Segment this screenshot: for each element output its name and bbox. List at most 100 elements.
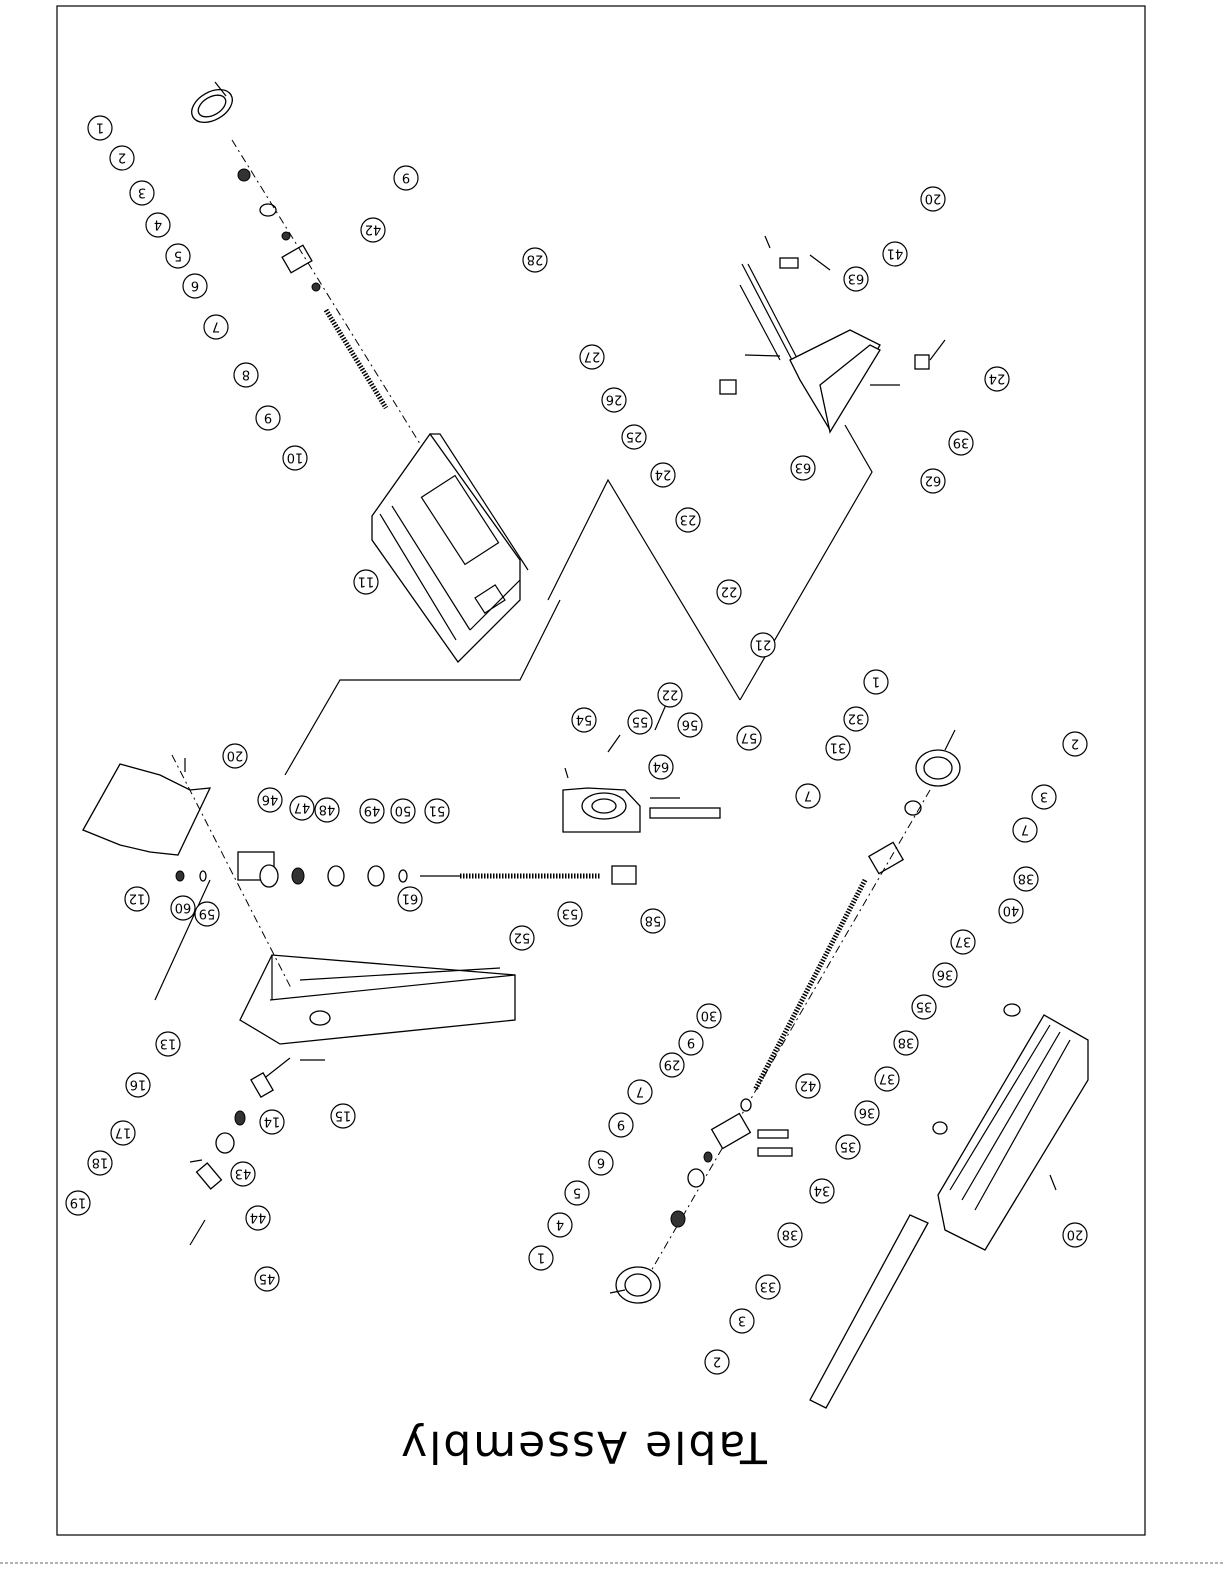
callout-label: 36 — [937, 967, 954, 982]
callout-c10a: 10 — [283, 446, 307, 470]
callout-c52: 52 — [510, 926, 534, 950]
callout-label: 8 — [242, 367, 250, 382]
callout-label: 51 — [429, 803, 446, 818]
callout-label: 9 — [617, 1117, 625, 1132]
drawing-title: Table Assembly — [399, 1421, 768, 1472]
callout-label: 38 — [898, 1035, 915, 1050]
callout-label: 4 — [154, 217, 162, 232]
callout-c63b: 63 — [791, 456, 815, 480]
callout-c19: 19 — [66, 1191, 90, 1215]
callout-c6b: 6 — [589, 1151, 613, 1175]
callout-label: 1 — [872, 674, 880, 689]
callout-label: 14 — [264, 1114, 281, 1129]
callout-c21: 21 — [751, 633, 775, 657]
callout-label: 38 — [782, 1227, 799, 1242]
callout-c22b: 22 — [658, 683, 682, 707]
callout-label: 35 — [916, 999, 933, 1014]
callout-c61: 61 — [398, 887, 422, 911]
callout-label: 2 — [118, 150, 126, 165]
callout-label: 28 — [527, 252, 544, 267]
callout-label: 4 — [556, 1217, 564, 1232]
callout-c29: 29 — [660, 1053, 684, 1077]
callout-label: 42 — [800, 1078, 817, 1093]
callout-c4a: 4 — [146, 213, 170, 237]
callout-label: 48 — [319, 802, 336, 817]
callout-c8a: 8 — [234, 363, 258, 387]
callout-c38c: 38 — [778, 1223, 802, 1247]
callout-c45: 45 — [255, 1267, 279, 1291]
callout-c18: 18 — [88, 1151, 112, 1175]
callout-c3a: 3 — [130, 181, 154, 205]
callout-label: 9 — [402, 170, 410, 185]
callout-layer: 1234567891094211202841632726252439246362… — [66, 116, 1087, 1374]
callout-c42a: 42 — [361, 218, 385, 242]
callout-label: 40 — [1003, 903, 1020, 918]
callout-c28: 28 — [523, 248, 547, 272]
callout-label: 13 — [160, 1036, 177, 1051]
callout-label: 6 — [191, 278, 199, 293]
callout-c31: 31 — [826, 736, 850, 760]
callout-label: 12 — [129, 891, 146, 906]
callout-label: 9 — [264, 410, 272, 425]
callout-label: 11 — [358, 574, 375, 589]
callout-c59: 59 — [195, 902, 219, 926]
callout-label: 61 — [402, 891, 419, 906]
callout-c9d: 9 — [609, 1113, 633, 1137]
callout-label: 9 — [687, 1035, 695, 1050]
callout-label: 6 — [597, 1155, 605, 1170]
callout-c4b: 4 — [548, 1213, 572, 1237]
callout-c37a: 37 — [951, 930, 975, 954]
callout-label: 36 — [859, 1105, 876, 1120]
callout-c39: 39 — [949, 431, 973, 455]
callout-c20a: 20 — [921, 187, 945, 211]
callout-label: 5 — [174, 248, 182, 263]
callout-label: 47 — [294, 800, 311, 815]
callout-c9c: 9 — [679, 1031, 703, 1055]
callout-label: 56 — [682, 717, 699, 732]
callout-label: 1 — [96, 120, 104, 135]
callout-label: 16 — [130, 1077, 147, 1092]
callout-c2a: 2 — [110, 146, 134, 170]
callout-c6a: 6 — [183, 274, 207, 298]
callout-label: 60 — [175, 900, 192, 915]
callout-c44: 44 — [246, 1206, 270, 1230]
callout-label: 54 — [576, 712, 593, 727]
callout-c15: 15 — [331, 1104, 355, 1128]
callout-label: 21 — [755, 637, 772, 652]
callout-c35b: 35 — [836, 1135, 860, 1159]
callout-label: 64 — [653, 759, 670, 774]
callout-label: 17 — [115, 1125, 132, 1140]
callout-label: 1 — [537, 1250, 545, 1265]
callout-label: 34 — [814, 1183, 831, 1198]
callout-label: 46 — [262, 792, 279, 807]
callout-label: 55 — [632, 714, 649, 729]
callout-label: 53 — [562, 906, 579, 921]
callout-label: 3 — [138, 185, 146, 200]
callout-label: 37 — [955, 934, 972, 949]
callout-label: 35 — [840, 1139, 857, 1154]
callout-c58: 58 — [641, 909, 665, 933]
callout-label: 24 — [655, 467, 672, 482]
callout-label: 25 — [626, 429, 643, 444]
callout-c11: 11 — [354, 570, 378, 594]
callout-label: 2 — [1071, 736, 1079, 751]
callout-c25: 25 — [622, 425, 646, 449]
callout-label: 33 — [760, 1279, 777, 1294]
callout-label: 26 — [606, 392, 623, 407]
callout-c47: 47 — [290, 796, 314, 820]
callout-c13: 13 — [156, 1032, 180, 1056]
callout-c3c: 3 — [730, 1309, 754, 1333]
callout-label: 5 — [573, 1185, 581, 1200]
callout-c36a: 36 — [933, 963, 957, 987]
callout-label: 3 — [1040, 789, 1048, 804]
callout-label: 18 — [92, 1155, 109, 1170]
callout-c30: 30 — [697, 1004, 721, 1028]
callout-c53: 53 — [558, 902, 582, 926]
callout-c14: 14 — [260, 1110, 284, 1134]
callout-c5b: 5 — [565, 1181, 589, 1205]
callout-label: 7 — [212, 319, 220, 334]
gib-assembly-group — [720, 236, 945, 432]
callout-label: 57 — [741, 730, 758, 745]
callout-c5a: 5 — [166, 244, 190, 268]
callout-label: 3 — [738, 1313, 746, 1328]
